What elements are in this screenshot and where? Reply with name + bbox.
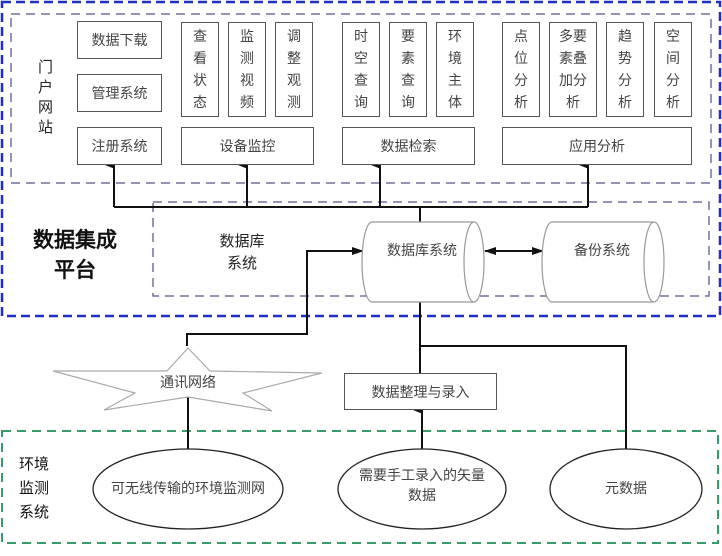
wireless-net-ellipse[interactable] — [92, 448, 284, 530]
db-system-cylinder[interactable] — [361, 221, 485, 303]
trend-analysis-box[interactable]: 趋势分析 — [606, 22, 644, 117]
app-analysis-box[interactable]: 应用分析 — [502, 127, 692, 165]
platform-title: 数据集成 平台 — [20, 225, 130, 285]
element-query-box[interactable]: 要素查询 — [389, 22, 427, 117]
manage-box[interactable]: 管理系统 — [77, 74, 162, 112]
platform-title-line2: 平台 — [54, 258, 96, 282]
monitoring-border — [1, 430, 719, 544]
portal-title: 门户网站 — [38, 58, 54, 136]
spatiotemporal-box[interactable]: 时空查询 — [342, 22, 380, 117]
view-status-box[interactable]: 查看状态 — [181, 22, 219, 117]
manual-data-ellipse[interactable] — [337, 448, 507, 530]
platform-title-line1: 数据集成 — [33, 228, 117, 252]
network-to-db — [186, 247, 364, 346]
monitor-video-box[interactable]: 监测视频 — [228, 22, 266, 117]
manual-data-label: 需要手工录入的矢量 数据 — [344, 466, 500, 506]
manual-data-label-line2: 数据 — [408, 488, 436, 504]
network-label: 通讯网络 — [160, 375, 216, 391]
db-section-title: 数据库 系统 — [212, 230, 272, 274]
adjust-obs-box[interactable]: 调整观测 — [275, 22, 313, 117]
db-system-label: 数据库系统 — [387, 243, 457, 259]
monitoring-title: 环境 监测 系统 — [19, 452, 59, 524]
metadata-line — [420, 345, 627, 453]
backup-system-cylinder[interactable] — [541, 221, 665, 303]
network-star[interactable] — [52, 347, 323, 412]
backup-system-label: 备份系统 — [574, 243, 630, 259]
point-analysis-box[interactable]: 点位分析 — [502, 22, 540, 117]
monitoring-title-line1: 环境 — [19, 455, 50, 473]
multi-overlay-box[interactable]: 多要素叠加分析 — [549, 22, 597, 117]
download-box[interactable]: 数据下载 — [77, 21, 162, 59]
db-section-title-line1: 数据库 — [219, 232, 265, 250]
spatial-analysis-box[interactable]: 空间分析 — [654, 22, 692, 117]
wireless-net-label: 可无线传输的环境监测网 — [111, 481, 265, 497]
metadata-ellipse[interactable] — [549, 448, 703, 530]
register-box[interactable]: 注册系统 — [77, 127, 162, 165]
metadata-label: 元数据 — [605, 481, 647, 497]
monitoring-title-line2: 监测 — [19, 479, 50, 497]
db-section-border — [152, 201, 710, 297]
env-subject-box[interactable]: 环境主体 — [436, 22, 474, 117]
device-monitor-box[interactable]: 设备监控 — [181, 127, 314, 165]
platform-border — [0, 0, 722, 318]
data-retrieval-box[interactable]: 数据检索 — [342, 127, 475, 165]
data-entry-box[interactable]: 数据整理与录入 — [344, 373, 497, 410]
portal-border — [10, 13, 712, 184]
manual-data-label-line1: 需要手工录入的矢量 — [359, 468, 485, 484]
monitoring-title-line3: 系统 — [19, 503, 50, 521]
db-section-title-line2: 系统 — [226, 254, 257, 272]
